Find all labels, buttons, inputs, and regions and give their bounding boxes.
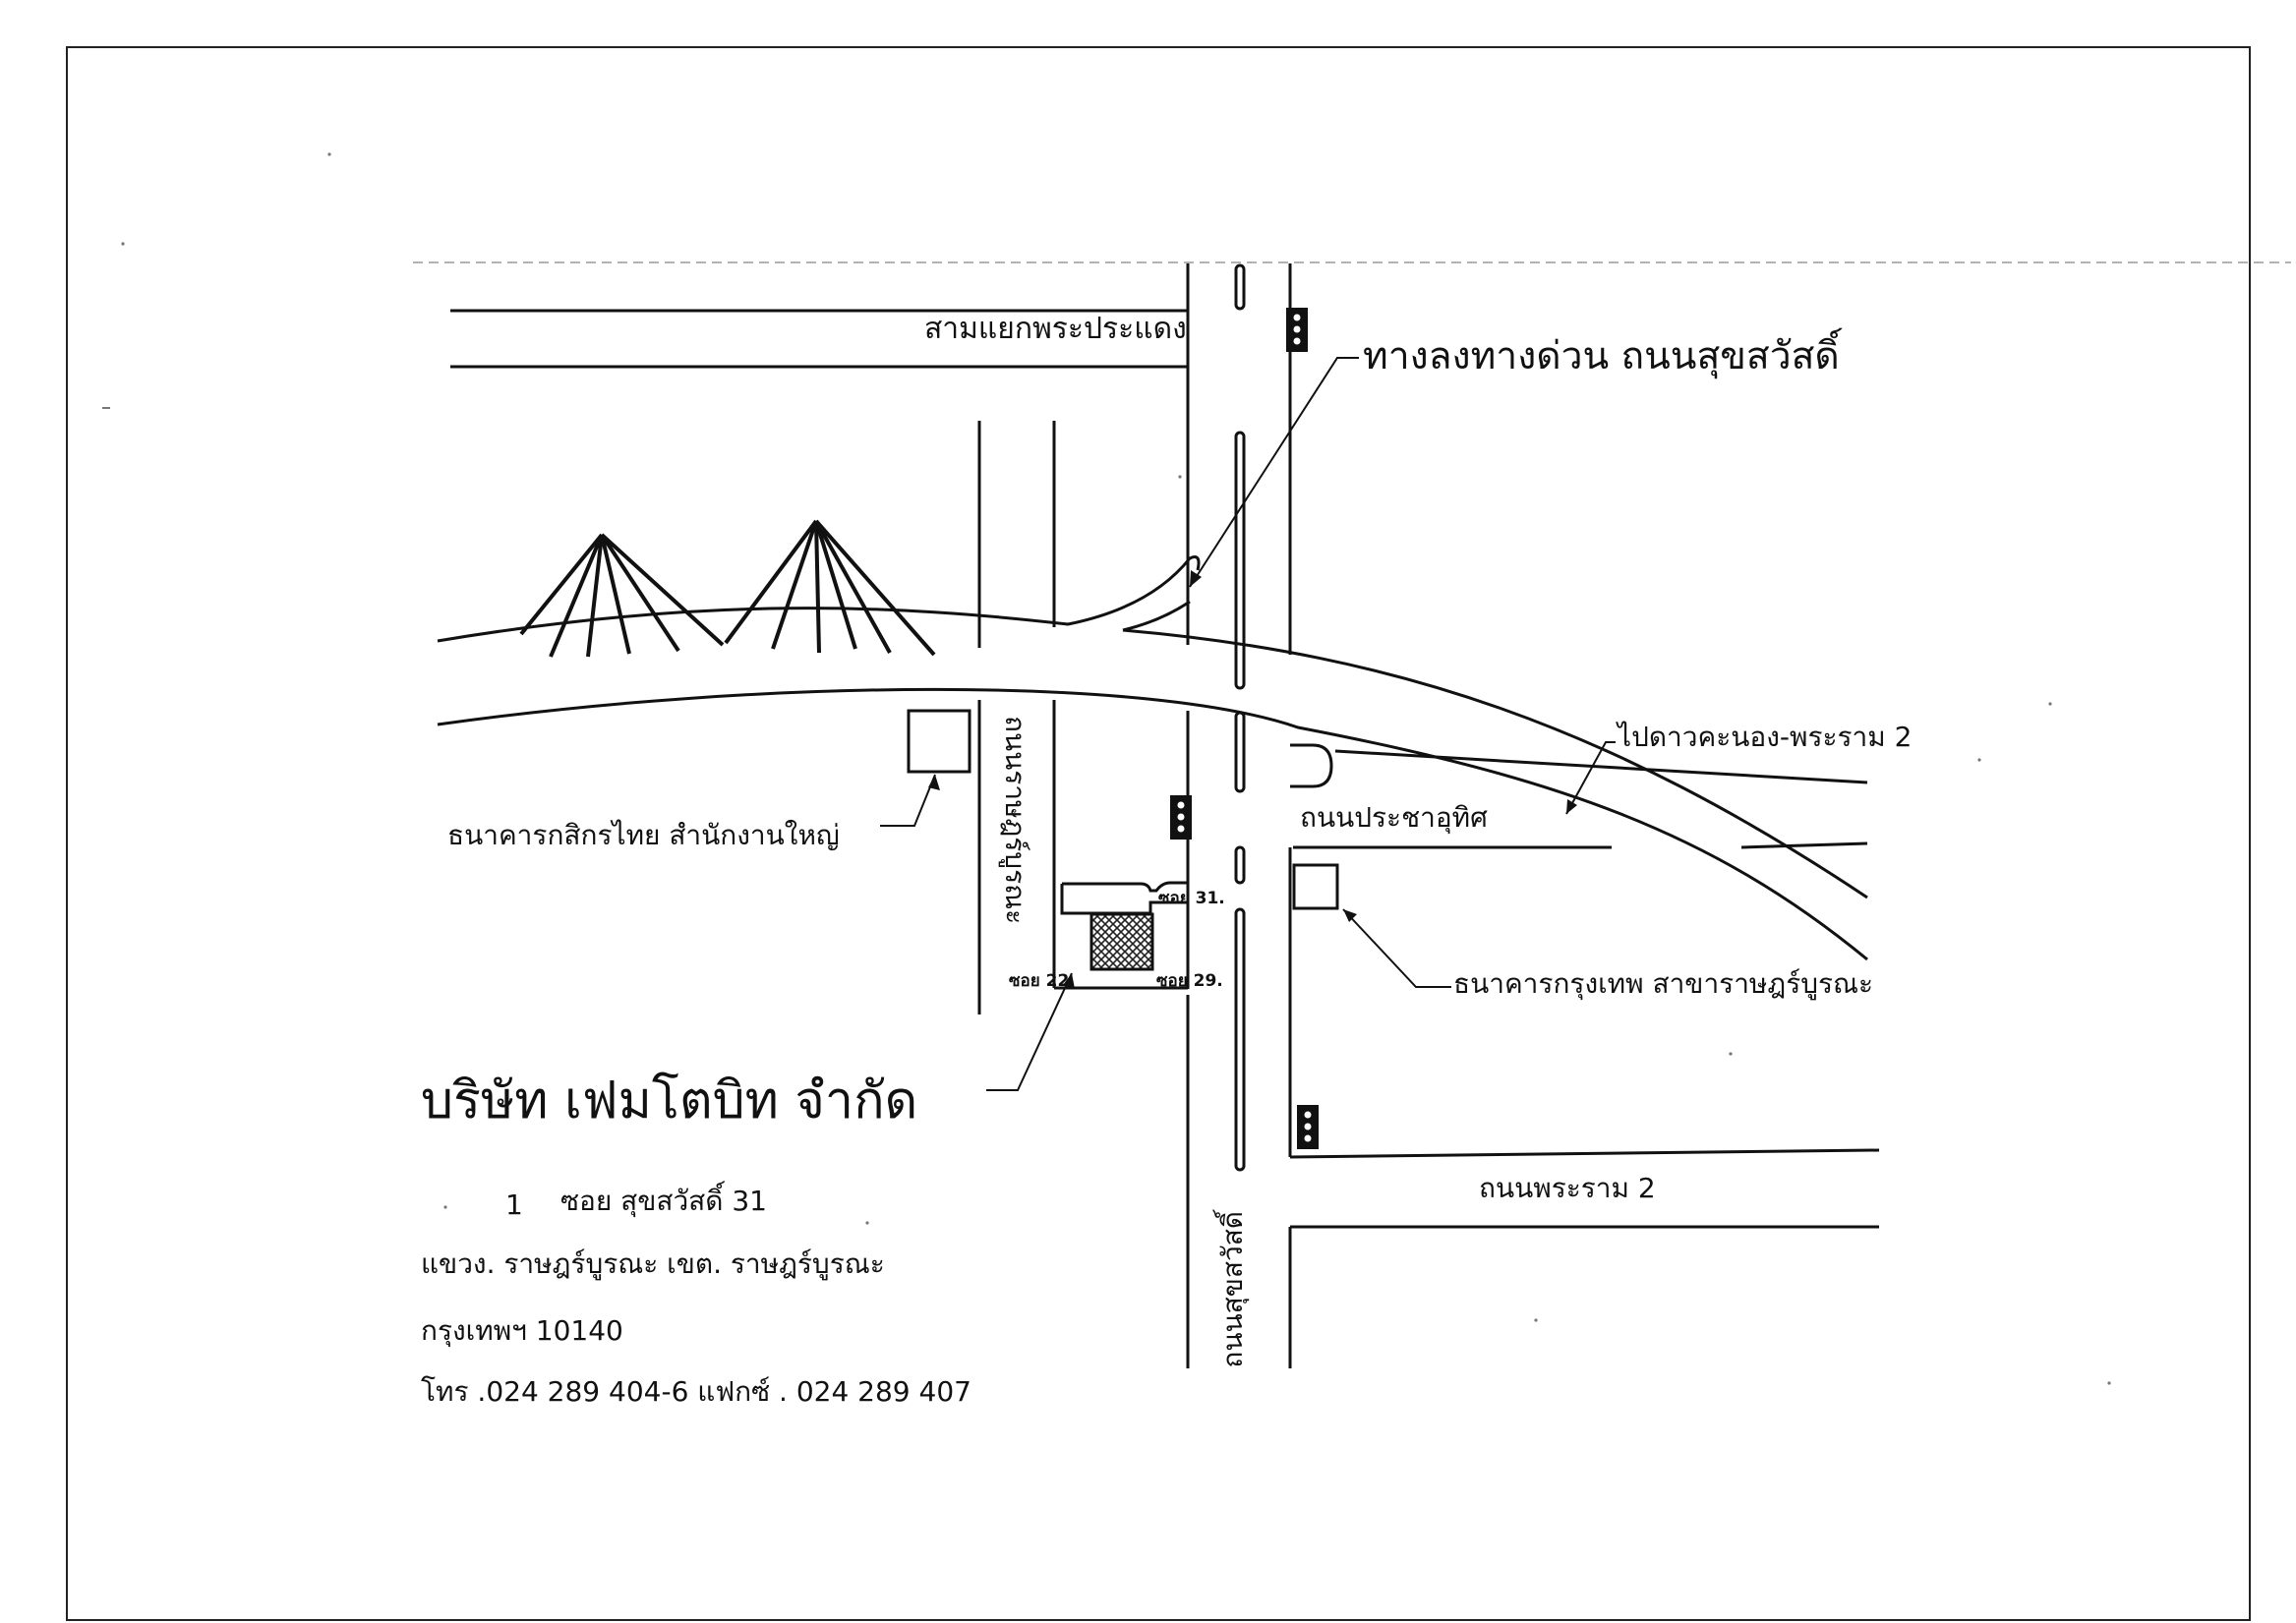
suksawat-median-islands: [1234, 263, 1246, 1172]
label-kasikorn-bank: ธนาคารกสิกรไทย สำนักงานใหญ่: [447, 819, 840, 851]
kasikorn-bank-marker: [907, 709, 971, 774]
expressway: [437, 555, 1868, 961]
label-bangkok-bank: ธนาคารกรุงเทพ สาขาราษฎร์บูรณะ: [1453, 967, 1874, 1000]
bangkok-bank-marker: [1292, 863, 1339, 910]
address-line-2: แขวง. ราษฎร์บูรณะ เขต. ราษฎร์บูรณะ: [421, 1247, 885, 1280]
scan-specks: [102, 152, 2111, 1385]
address-line-1: ซอย สุขสวัสดิ์ 31: [560, 1185, 767, 1217]
label-soi-31: ซอย 31.: [1158, 889, 1225, 908]
bridge-cables: [519, 519, 936, 658]
label-to-dao-khanong: ไปดาวคะนอง-พระราม 2: [1618, 721, 1913, 753]
label-suksawat-road: ถนนสุขสวัสดิ์: [1216, 1211, 1249, 1368]
contact-phone-fax: โทร .024 289 404-6 แฟกซ์ . 024 289 407: [421, 1375, 971, 1408]
rama2-road: [1289, 1148, 1880, 1229]
label-rama2-road: ถนนพระราม 2: [1479, 1172, 1656, 1204]
arrowheads: [928, 570, 1577, 989]
label-expressway-exit: ทางลงทางด่วน ถนนสุขสวัสดิ์: [1363, 334, 1840, 378]
leader-lines: [880, 357, 1616, 1091]
label-prachauthit-road: ถนนประชาอุทิศ: [1300, 801, 1488, 834]
label-sam-yaek: สามแยกพระประแดง: [924, 312, 1187, 346]
suksawat-road-edges: [1186, 263, 1292, 1368]
traffic-light-icon: [1286, 308, 1308, 352]
map-frame: [66, 46, 2251, 1621]
traffic-light-icon: [1170, 795, 1192, 840]
rat-burana-road: [977, 421, 1056, 1014]
sam-yaek-road: [450, 309, 1188, 369]
traffic-light-icon: [1297, 1105, 1319, 1149]
house-number: 1: [505, 1188, 523, 1221]
address-line-3: กรุงเทพฯ 10140: [421, 1314, 623, 1347]
label-rat-burana-road: ถนนราษฎร์บูรณะ: [999, 716, 1031, 925]
label-soi-29: ซอย 29.: [1156, 971, 1223, 991]
label-soi-22: ซอย 22.: [1009, 971, 1076, 991]
company-name: บริษัท เฟมโตบิท จำกัด: [421, 1072, 918, 1130]
prachauthit-road: [1290, 743, 1868, 849]
company-building: [1089, 912, 1154, 971]
